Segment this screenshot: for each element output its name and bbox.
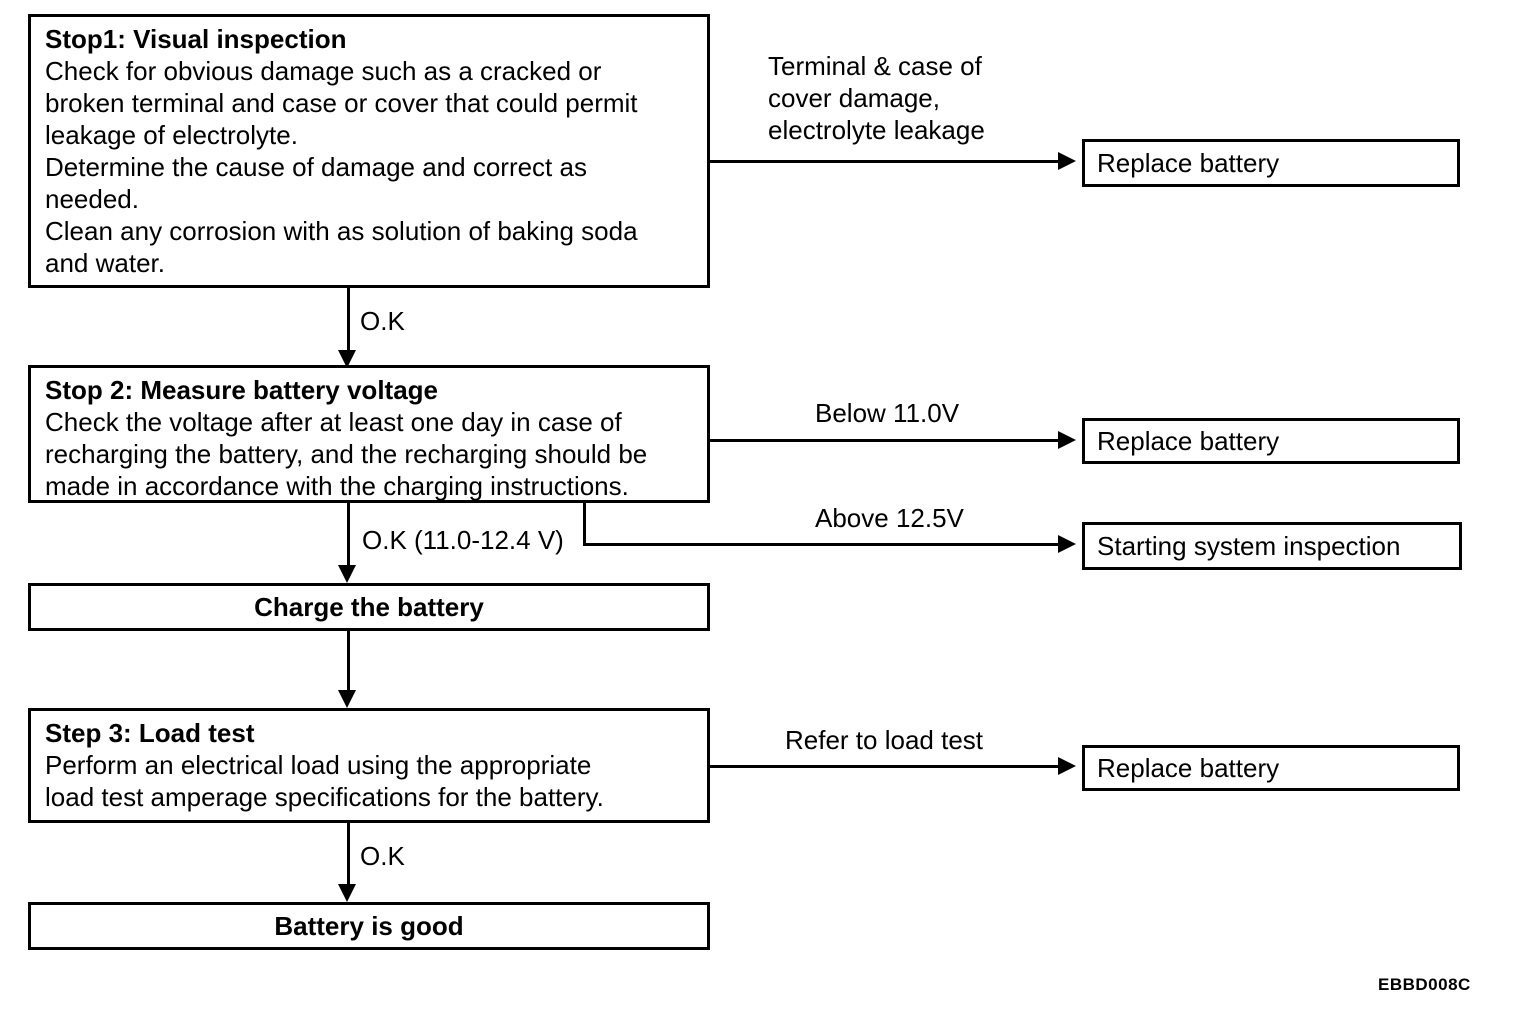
node-step2-title: Stop 2: Measure battery voltage <box>45 375 438 405</box>
node-step2-body: Check the voltage after at least one day… <box>45 407 648 501</box>
arrowhead-step2-replace <box>1058 431 1076 449</box>
arrowhead-step1-replace <box>1058 152 1076 170</box>
node-step1-title: Stop1: Visual inspection <box>45 24 347 54</box>
edge-step3-replace-line <box>710 765 1060 768</box>
edge-step2-starting-elbow-vline <box>583 503 586 546</box>
node-step3-title: Step 3: Load test <box>45 718 255 748</box>
node-step3-load-test: Step 3: Load test Perform an electrical … <box>28 708 710 823</box>
node-replace-battery-3-label: Replace battery <box>1097 752 1280 783</box>
edge-step2-charge-line <box>347 503 350 567</box>
edge-step1-replace-line <box>710 160 1060 163</box>
node-step1-body: Check for obvious damage such as a crack… <box>45 56 638 278</box>
edge-step1-step2-line <box>347 288 350 350</box>
arrowhead-charge-step3 <box>338 690 356 708</box>
node-step1-visual-inspection: Stop1: Visual inspection Check for obvio… <box>28 14 710 288</box>
edge-label-ok-1: O.K <box>360 306 405 336</box>
edge-label-terminal-damage: Terminal & case of cover damage, electro… <box>768 51 985 145</box>
arrowhead-step3-replace <box>1058 757 1076 775</box>
node-step2-measure-voltage: Stop 2: Measure battery voltage Check th… <box>28 365 710 503</box>
node-charge-battery-label: Charge the battery <box>254 591 484 622</box>
node-battery-is-good-label: Battery is good <box>274 910 464 941</box>
figure-code: EBBD008C <box>1378 975 1471 994</box>
node-replace-battery-2-label: Replace battery <box>1097 425 1280 456</box>
node-starting-system-inspection-label: Starting system inspection <box>1097 530 1401 561</box>
edge-step2-replace-line <box>710 439 1060 442</box>
edge-step2-starting-line <box>583 543 1062 546</box>
edge-label-below-11v: Below 11.0V <box>815 398 960 428</box>
node-step3-body: Perform an electrical load using the app… <box>45 750 604 812</box>
edge-step3-good-line <box>347 823 350 886</box>
node-replace-battery-1: Replace battery <box>1082 139 1460 187</box>
edge-label-ok-range: O.K (11.0-12.4 V) <box>362 525 564 555</box>
node-starting-system-inspection: Starting system inspection <box>1082 522 1462 570</box>
edge-charge-step3-line <box>347 631 350 691</box>
arrowhead-step1-step2 <box>338 350 356 368</box>
edge-label-refer-load-test: Refer to load test <box>785 725 983 755</box>
arrowhead-step3-good <box>338 884 356 902</box>
node-replace-battery-2: Replace battery <box>1082 418 1460 464</box>
edge-label-above-12-5v: Above 12.5V <box>815 503 964 533</box>
node-replace-battery-3: Replace battery <box>1082 745 1460 791</box>
arrowhead-step2-charge <box>338 565 356 583</box>
node-replace-battery-1-label: Replace battery <box>1097 147 1280 178</box>
node-charge-battery: Charge the battery <box>28 583 710 631</box>
arrowhead-step2-starting <box>1058 535 1076 553</box>
edge-label-ok-3: O.K <box>360 841 405 871</box>
node-battery-is-good: Battery is good <box>28 902 710 950</box>
